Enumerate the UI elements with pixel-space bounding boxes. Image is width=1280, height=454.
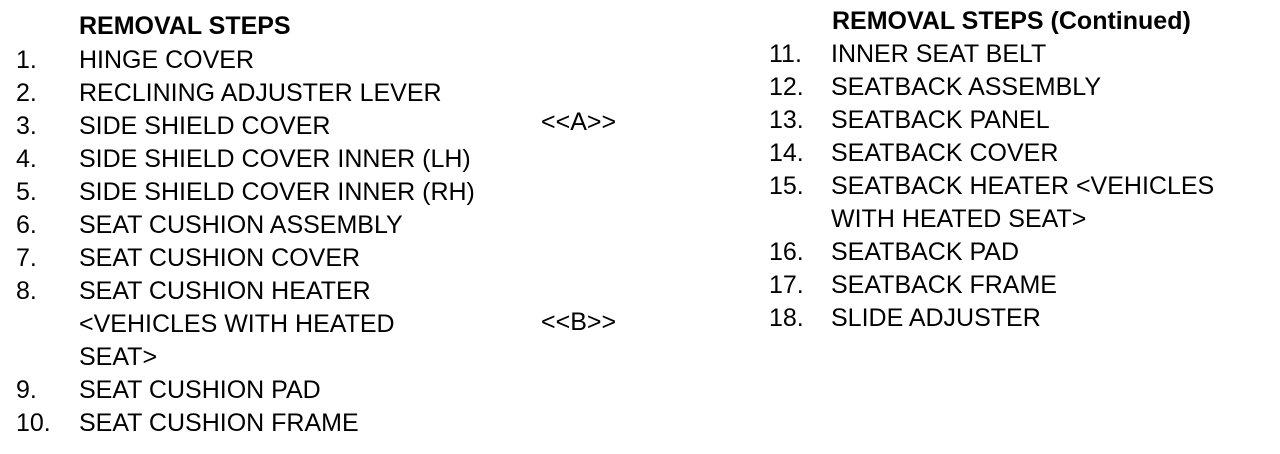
step-number: 17.	[769, 271, 804, 299]
step-text: SEAT CUSHION HEATER	[79, 277, 371, 305]
step-text: SIDE SHIELD COVER	[79, 112, 331, 140]
step-text: WITH HEATED SEAT>	[831, 205, 1087, 233]
step-item: 4. SIDE SHIELD COVER INNER (LH)	[16, 143, 475, 176]
step-item: 6. SEAT CUSHION ASSEMBLY	[16, 209, 475, 242]
step-item: 12. SEATBACK ASSEMBLY	[769, 71, 1214, 104]
step-item: 10. SEAT CUSHION FRAME	[16, 407, 475, 440]
step-marker-b: <<B>>	[541, 308, 617, 336]
step-text: SEATBACK ASSEMBLY	[831, 73, 1102, 101]
step-item: 18. SLIDE ADJUSTER	[769, 302, 1214, 335]
step-number: 10.	[16, 409, 51, 437]
step-number: 4.	[16, 145, 37, 173]
step-text: SEATBACK PANEL	[831, 106, 1050, 134]
step-item: 17. SEATBACK FRAME	[769, 269, 1214, 302]
step-number: 16.	[769, 238, 804, 266]
left-steps-list: 1. HINGE COVER 2. RECLINING ADJUSTER LEVER 3…	[16, 44, 475, 440]
right-steps-list: 11. INNER SEAT BELT 12. SEATBACK ASSEMBLY 13…	[769, 38, 1214, 335]
step-number: 15.	[769, 172, 804, 200]
step-item: 11. INNER SEAT BELT	[769, 38, 1214, 71]
step-number: 8.	[16, 277, 37, 305]
step-number: 13.	[769, 106, 804, 134]
step-text: SIDE SHIELD COVER INNER (RH)	[79, 178, 475, 206]
step-number: 6.	[16, 211, 37, 239]
step-number: 7.	[16, 244, 37, 272]
step-item: 3. SIDE SHIELD COVER	[16, 110, 475, 143]
step-item: 9. SEAT CUSHION PAD	[16, 374, 475, 407]
step-item: 7. SEAT CUSHION COVER	[16, 242, 475, 275]
step-text: HINGE COVER	[79, 46, 255, 74]
step-number: 3.	[16, 112, 37, 140]
step-item: 13. SEATBACK PANEL	[769, 104, 1214, 137]
step-number: 14.	[769, 139, 804, 167]
step-text: <VEHICLES WITH HEATED	[79, 310, 395, 338]
step-text: SEAT>	[79, 343, 158, 371]
step-text: RECLINING ADJUSTER LEVER	[79, 79, 442, 107]
step-marker-a: <<A>>	[541, 108, 617, 136]
step-text: SEATBACK HEATER <VEHICLES	[831, 172, 1215, 200]
step-number: 18.	[769, 304, 804, 332]
step-text: SEAT CUSHION FRAME	[79, 409, 359, 437]
step-number: 9.	[16, 376, 37, 404]
step-item: 16. SEATBACK PAD	[769, 236, 1214, 269]
step-text: SEAT CUSHION ASSEMBLY	[79, 211, 403, 239]
step-text: SEAT CUSHION COVER	[79, 244, 361, 272]
step-text: SEATBACK PAD	[831, 238, 1020, 266]
step-item: 15. SEATBACK HEATER <VEHICLES WITH HEATED …	[769, 170, 1214, 236]
step-text: SEAT CUSHION PAD	[79, 376, 321, 404]
step-text: SLIDE ADJUSTER	[831, 304, 1041, 332]
step-number: 2.	[16, 79, 37, 107]
step-number: 11.	[769, 40, 802, 68]
step-number: 5.	[16, 178, 37, 206]
left-column-heading: REMOVAL STEPS	[79, 12, 291, 40]
step-number: 12.	[769, 73, 804, 101]
step-text: INNER SEAT BELT	[831, 40, 1047, 68]
step-text: SEATBACK FRAME	[831, 271, 1057, 299]
right-column-heading: REMOVAL STEPS (Continued)	[832, 7, 1191, 35]
step-item: 1. HINGE COVER	[16, 44, 475, 77]
step-text: SEATBACK COVER	[831, 139, 1059, 167]
step-number: 1.	[16, 46, 37, 74]
step-item: 5. SIDE SHIELD COVER INNER (RH)	[16, 176, 475, 209]
step-item: 8. SEAT CUSHION HEATER <VEHICLES WITH HEAT…	[16, 275, 475, 374]
step-item: 2. RECLINING ADJUSTER LEVER	[16, 77, 475, 110]
step-text: SIDE SHIELD COVER INNER (LH)	[79, 145, 471, 173]
step-item: 14. SEATBACK COVER	[769, 137, 1214, 170]
